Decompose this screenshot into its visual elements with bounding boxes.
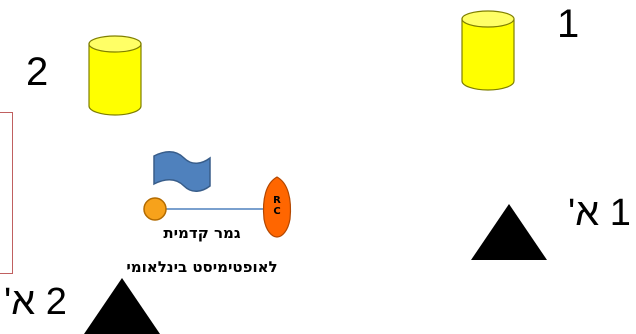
finish-line	[166, 208, 270, 210]
mark-2a-label: 2 א'	[4, 281, 67, 323]
mark-1-buoy-icon	[461, 10, 515, 91]
committee-boat-c: C	[273, 206, 281, 217]
left-frame-edge	[0, 112, 13, 274]
mark-2-label: 2	[26, 50, 49, 94]
flag-icon	[153, 151, 211, 192]
mark-1a-label: 1 א'	[568, 192, 631, 234]
mark-2-buoy-icon	[88, 35, 142, 116]
finish-label: גמר קדמית	[163, 224, 241, 242]
mark-1-label: 1	[557, 2, 580, 46]
mark-1a-triangle-icon	[471, 204, 547, 260]
committee-boat-icon	[262, 176, 292, 238]
class-label: לאופטימיסט בינלאומי	[126, 258, 278, 276]
mark-2a-triangle-icon	[84, 278, 160, 334]
pin-buoy-icon	[143, 197, 167, 221]
committee-boat-r: R	[273, 195, 281, 206]
